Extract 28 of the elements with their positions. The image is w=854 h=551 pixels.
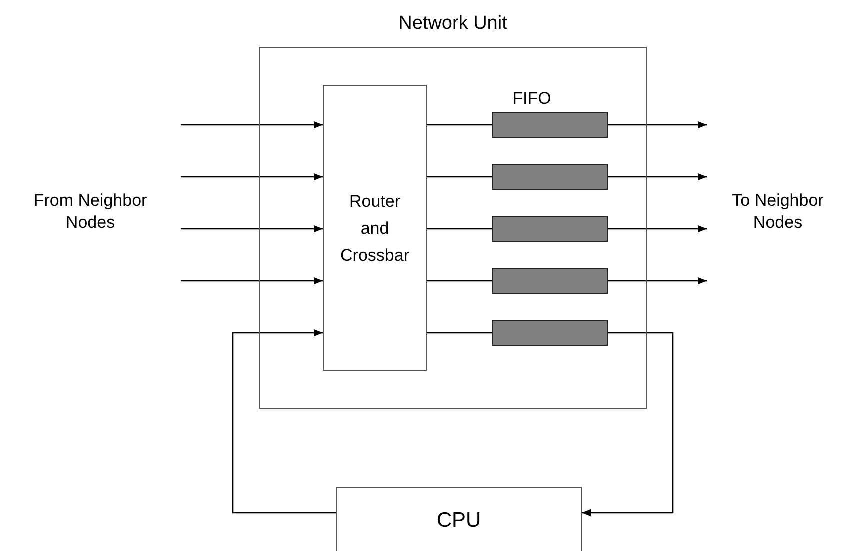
output-label: To Neighbor Nodes	[731, 190, 825, 234]
router-box	[323, 85, 427, 371]
connector-line	[427, 332, 492, 334]
arrow	[232, 329, 336, 514]
arrow	[608, 173, 707, 181]
node-text: Router and Crossbar	[340, 190, 410, 266]
arrow	[181, 121, 323, 129]
arrow	[608, 277, 707, 285]
fifo-bar	[492, 112, 608, 138]
input-label: From Neighbor Nodes	[32, 190, 148, 234]
connector-line	[427, 280, 492, 282]
connector-line	[427, 124, 492, 126]
fifo-bar	[492, 164, 608, 190]
cpu-box	[336, 487, 582, 551]
fifo-label: FIFO	[512, 88, 552, 110]
arrow	[181, 277, 323, 285]
arrow	[608, 121, 707, 129]
connector-line	[427, 176, 492, 178]
arrow	[181, 225, 323, 233]
fifo-bar	[492, 320, 608, 346]
connector-line	[427, 228, 492, 230]
arrow	[582, 332, 674, 517]
arrow	[608, 225, 707, 233]
unit-title: Network Unit	[398, 12, 508, 36]
node-text: CPU	[436, 508, 482, 534]
fifo-bar	[492, 268, 608, 294]
arrow	[181, 173, 323, 181]
fifo-bar	[492, 216, 608, 242]
